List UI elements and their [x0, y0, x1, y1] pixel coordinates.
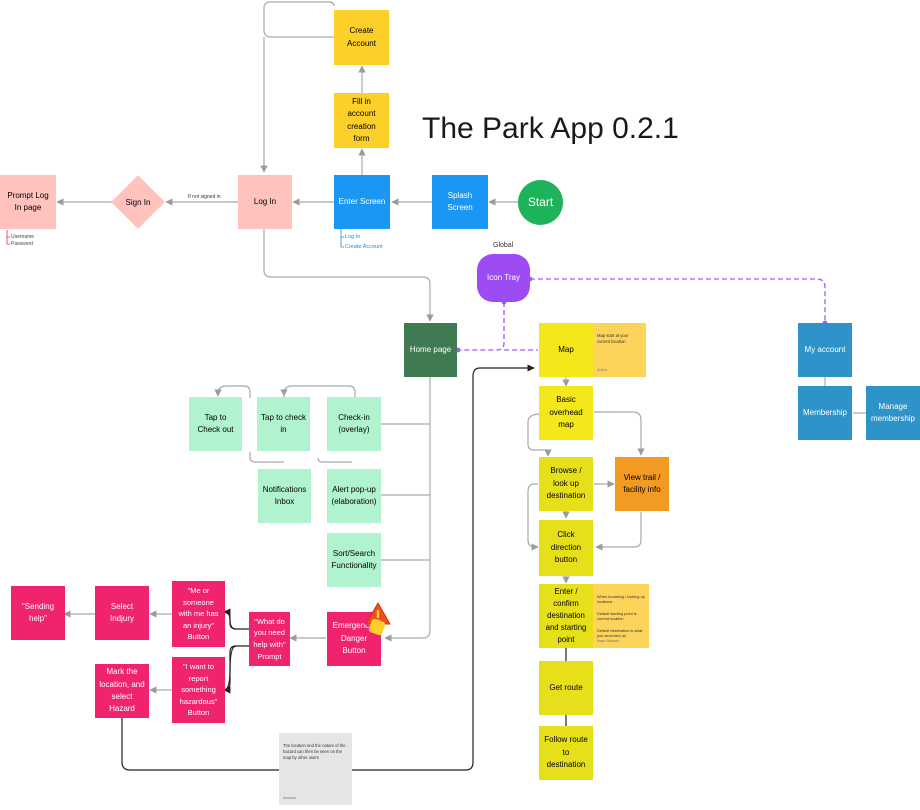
tap-check-in-node[interactable]: Tap to check in — [257, 397, 310, 451]
home-page-node[interactable]: Home page — [404, 323, 457, 377]
hazard-note-text: The location and the nature of the hazar… — [283, 743, 346, 761]
icon-tray-node[interactable]: Icon Tray — [477, 254, 530, 302]
edge-checkout-loop — [249, 452, 284, 463]
map-sticky-note: Map start at your current location Autho… — [593, 323, 646, 377]
mark-location-node[interactable]: Mark the location, and select Hazard — [95, 664, 149, 718]
click-direction-node[interactable]: Click direction button — [539, 520, 593, 576]
start-node[interactable]: Start — [518, 180, 563, 225]
view-trail-node[interactable]: View trail / facility info — [615, 457, 669, 511]
edge-tray-to-home — [458, 302, 505, 351]
log-in-node[interactable]: Log In — [238, 175, 292, 229]
enter-screen-node[interactable]: Enter Screen — [334, 175, 390, 229]
page-title: The Park App 0.2.1 — [422, 112, 679, 145]
injury-button-node[interactable]: "Me or someone with me has an injury" Bu… — [172, 581, 225, 647]
edge-basic-to-view — [594, 411, 645, 456]
route-note-text: When browsing / looking up locations Def… — [597, 593, 645, 639]
global-label: Global — [493, 242, 514, 249]
prompt-username-tick — [6, 230, 10, 238]
manage-membership-node[interactable]: Manage membership — [866, 386, 920, 440]
prompt-password-tick — [6, 237, 10, 245]
edge-tray-to-account — [530, 278, 826, 323]
create-account-link[interactable]: Create Account — [345, 244, 383, 250]
password-label: Password — [11, 241, 33, 247]
edge-view-to-click — [595, 512, 642, 551]
get-route-node[interactable]: Get route — [539, 661, 593, 715]
edge-create-to-login — [263, 1, 335, 38]
sign-in-label: Sign In — [125, 197, 151, 207]
notifications-inbox-node[interactable]: Notifications Inbox — [258, 469, 311, 523]
if-not-signed-in-label: If not signed in — [188, 194, 221, 200]
map-note-author: Author — [597, 367, 608, 372]
fill-form-node[interactable]: Fill in account creation form — [334, 93, 389, 148]
edge-prompt-bracket-top — [223, 608, 237, 630]
hazard-note-author: Amanda — [283, 795, 297, 800]
log-in-link[interactable]: Log In — [345, 234, 361, 240]
enter-login-tick — [340, 229, 344, 238]
edge-login-to-home — [263, 229, 434, 322]
sending-help-node[interactable]: "Sending help" — [11, 586, 65, 640]
route-note-author: Isaac Salonen — [597, 638, 620, 643]
hazard-button-node[interactable]: "I want to report something hazardous" B… — [172, 657, 225, 723]
edge-prompt-bracket-bottom — [223, 645, 237, 694]
what-help-prompt-node[interactable]: "What do you need help with" Prompt — [249, 612, 290, 666]
select-injury-node[interactable]: Select Indjury — [95, 586, 149, 640]
alert-popup-node[interactable]: Alert pop-up (elaboration) — [327, 469, 381, 523]
map-node[interactable]: Map — [539, 323, 593, 377]
check-in-overlay-node[interactable]: Check-in (overlay) — [327, 397, 381, 451]
sort-search-node[interactable]: Sort/Search Functionality — [327, 533, 381, 587]
membership-node[interactable]: Membership — [798, 386, 852, 440]
username-label: Username — [11, 234, 35, 240]
sign-in-decision[interactable]: Sign In — [111, 175, 165, 229]
splash-screen-node[interactable]: Splash Screen — [432, 175, 488, 229]
route-sticky-note: When browsing / looking up locations Def… — [593, 584, 649, 648]
enter-confirm-node[interactable]: Enter / confirm destination and starting… — [539, 584, 593, 648]
map-note-text: Map start at your current location — [597, 333, 629, 345]
prompt-log-in-node[interactable]: Prompt Log In page — [0, 175, 56, 229]
edge-home-spine — [384, 377, 431, 642]
basic-overhead-map-node[interactable]: Basic overhead map — [539, 386, 593, 440]
browse-destination-node[interactable]: Browse / look up destination — [539, 457, 593, 511]
my-account-node[interactable]: My account — [798, 323, 852, 377]
edge-tapin-loop — [317, 457, 352, 463]
edge-prompt-to-hazard — [221, 645, 249, 691]
create-account-node[interactable]: Create Account — [334, 10, 389, 65]
edge-browse-loop — [527, 483, 539, 551]
enter-create-tick — [340, 237, 344, 248]
tap-check-out-node[interactable]: Tap to Check out — [189, 397, 242, 451]
hazard-sticky-note: The location and the nature of the hazar… — [279, 733, 352, 805]
follow-route-node[interactable]: Follow route to destination — [539, 726, 593, 780]
